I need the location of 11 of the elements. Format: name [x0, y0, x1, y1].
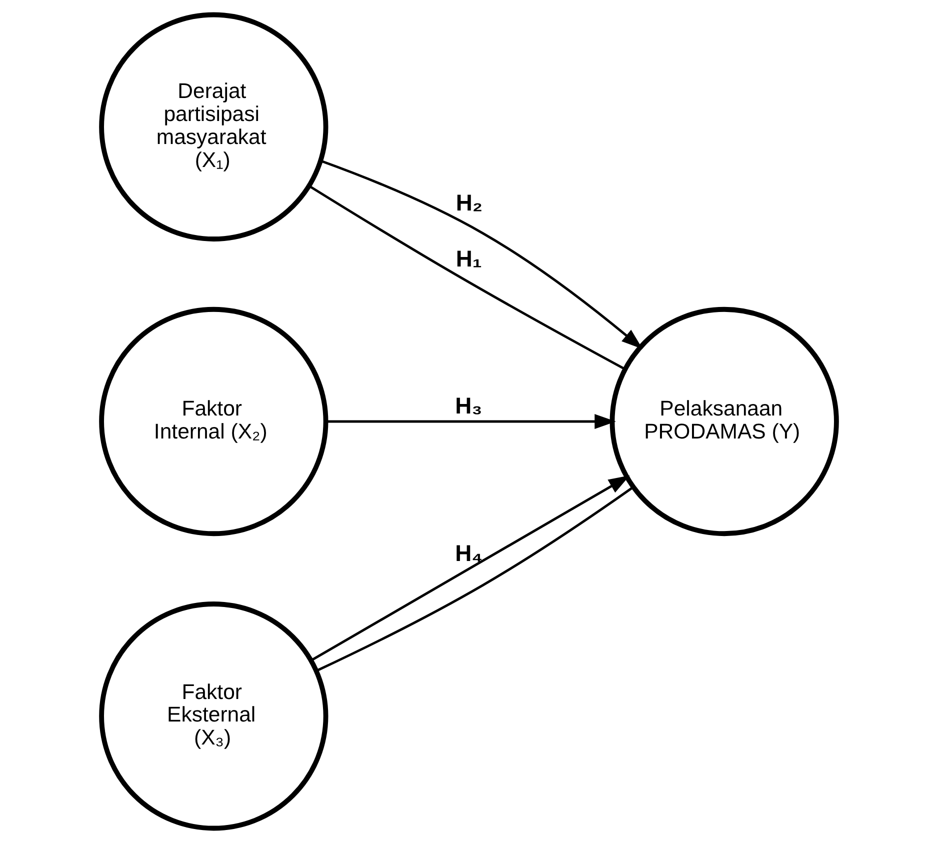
edge-label: H₁	[455, 245, 482, 272]
arrow	[326, 414, 616, 429]
connector	[308, 184, 625, 370]
node-circle: Derajat partisipasi masyarakat (X₁)	[98, 12, 328, 242]
edge-label: H₄	[454, 540, 482, 566]
node-circle: Faktor Eksternal (X₃)	[98, 602, 328, 831]
edge-label: H₃	[454, 392, 482, 419]
node-circle: Pelaksanaan PRODAMAS (Y)	[609, 306, 838, 536]
edge-label: H₂	[455, 190, 482, 216]
node-circle: Faktor Internal (X₂)	[98, 306, 328, 536]
arrow	[320, 160, 642, 350]
